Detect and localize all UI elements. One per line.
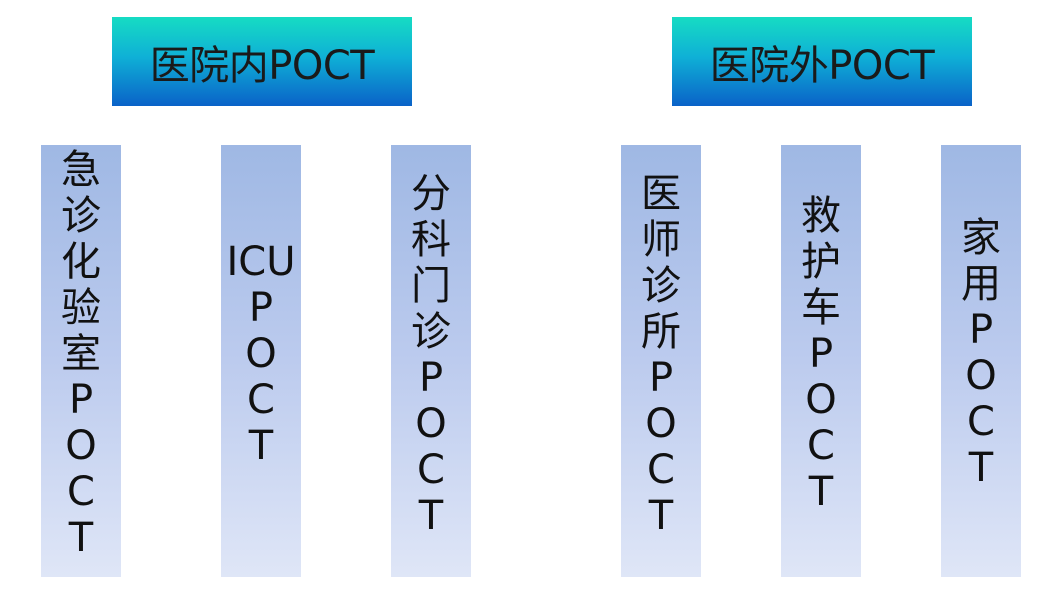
column-label: ICU P O C T	[226, 239, 296, 469]
header-in-hospital-label: 医院内POCT	[149, 42, 375, 89]
header-in-hospital-poct: 医院内POCT	[112, 17, 412, 106]
header-out-hospital-poct: 医院外POCT	[672, 17, 972, 106]
column-emergency-lab-poct: 急 诊 化 验 室 P O C T	[41, 145, 121, 577]
column-label: 分 科 门 诊 P O C T	[411, 171, 451, 539]
header-out-hospital-label: 医院外POCT	[709, 42, 935, 89]
column-icu-poct: ICU P O C T	[221, 145, 301, 577]
column-label: 急 诊 化 验 室 P O C T	[61, 147, 101, 561]
column-home-use-poct: 家 用 P O C T	[941, 145, 1021, 577]
column-label: 医 师 诊 所 P O C T	[641, 171, 681, 539]
column-label: 家 用 P O C T	[961, 215, 1001, 491]
column-ambulance-poct: 救 护 车 P O C T	[781, 145, 861, 577]
column-specialty-clinic-poct: 分 科 门 诊 P O C T	[391, 145, 471, 577]
column-label: 救 护 车 P O C T	[801, 193, 841, 515]
column-physician-clinic-poct: 医 师 诊 所 P O C T	[621, 145, 701, 577]
